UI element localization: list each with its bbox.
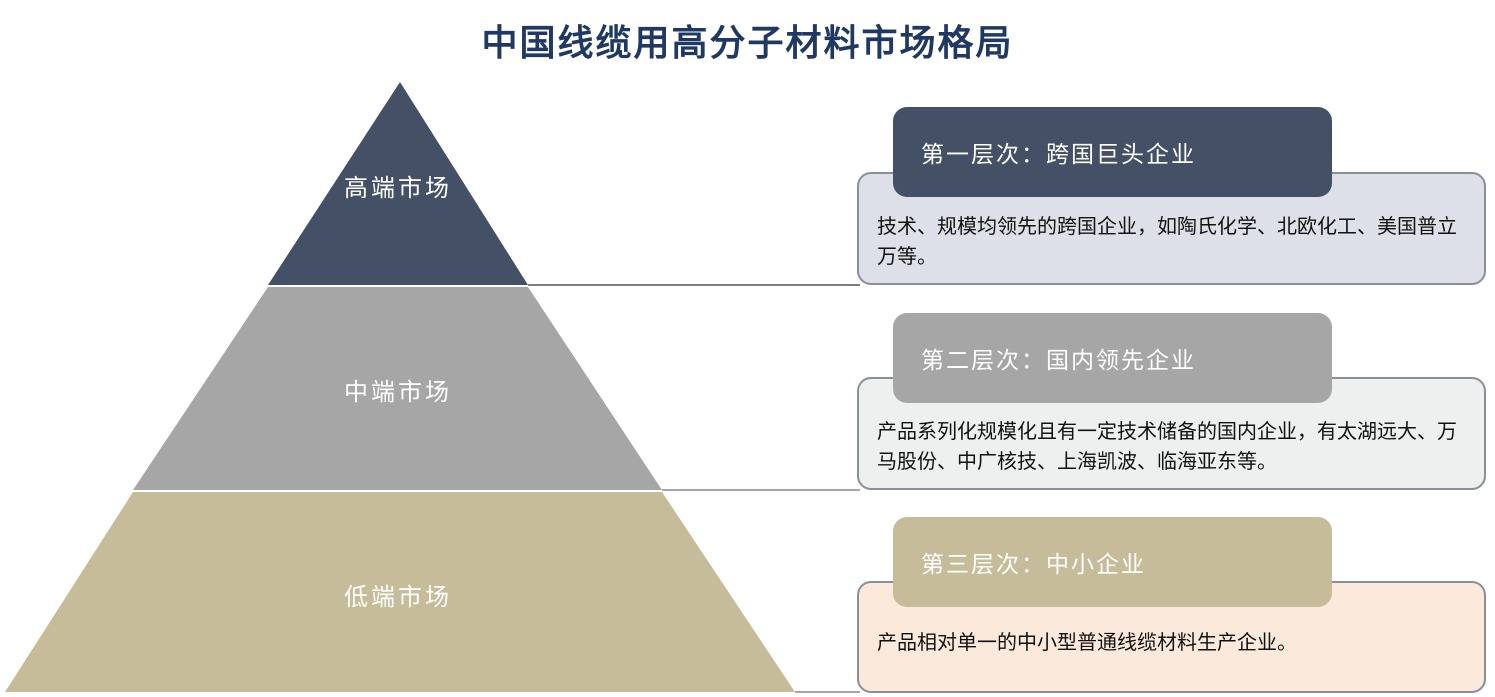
tier-3-description: 产品相对单一的中小型普通线缆材料生产企业。 bbox=[877, 630, 1297, 654]
pyramid-label-mid: 中端市场 bbox=[344, 378, 452, 406]
pyramid-label-low: 低端市场 bbox=[344, 583, 452, 611]
pyramid-tier-low bbox=[5, 492, 795, 692]
tier-2-description: 产品系列化规模化且有一定技术储备的国内企业，有太湖远大、万马股份、中广核技、上海… bbox=[877, 419, 1457, 473]
tier-1-heading: 第一层次：跨国巨头企业 bbox=[921, 142, 1196, 168]
tier-1-description: 技术、规模均领先的跨国企业，如陶氏化学、北欧化工、美国普立万等。 bbox=[877, 214, 1457, 268]
pyramid-tier-high bbox=[268, 82, 528, 285]
tier-2-heading: 第二层次：国内领先企业 bbox=[921, 348, 1196, 374]
tier-1-heading-box: 第一层次：跨国巨头企业 bbox=[893, 107, 1332, 197]
tier-3-heading-box: 第三层次：中小企业 bbox=[893, 517, 1332, 607]
tier-3-heading: 第三层次：中小企业 bbox=[921, 552, 1146, 578]
diagram-title: 中国线缆用高分子材料市场格局 bbox=[481, 22, 1014, 64]
pyramid-tier-mid bbox=[133, 287, 662, 490]
tier-2-heading-box: 第二层次：国内领先企业 bbox=[893, 313, 1332, 403]
pyramid-label-high: 高端市场 bbox=[344, 174, 452, 202]
